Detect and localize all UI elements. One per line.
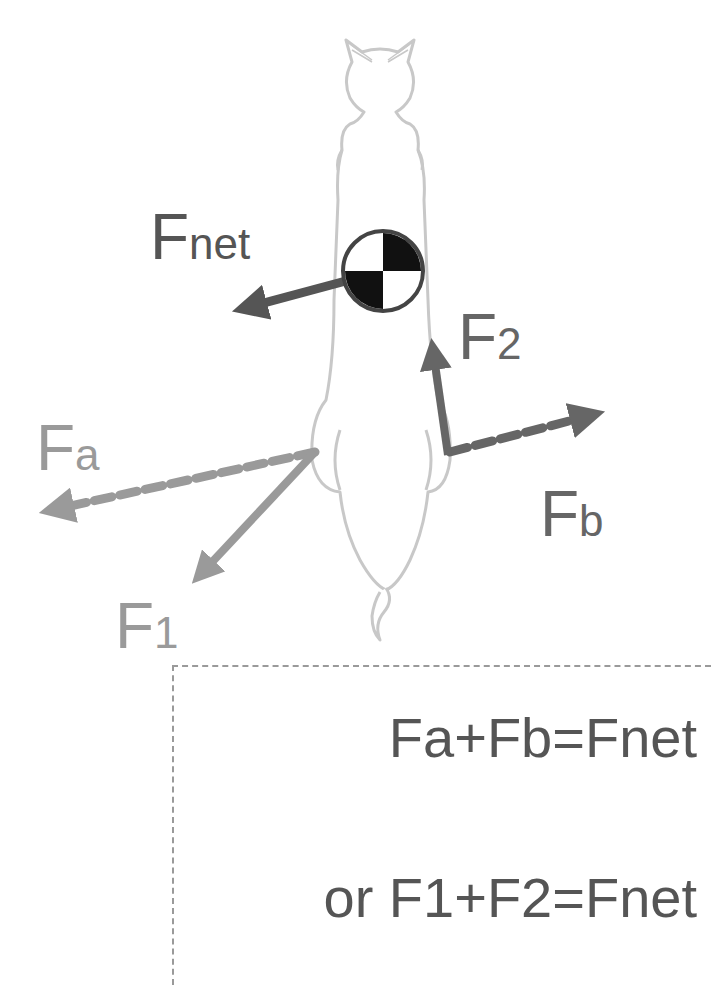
center-of-mass-symbol — [343, 231, 423, 311]
equation-text: or F1+F2=Fnet — [323, 867, 697, 929]
force-label: F2 — [458, 305, 522, 369]
force-b-dashed — [450, 415, 592, 452]
cat-outline — [312, 40, 450, 640]
force-label: Fa — [36, 416, 100, 480]
force-1-arrow — [200, 452, 315, 575]
net-force-label: Fnet — [150, 205, 250, 269]
force-label: F1 — [115, 594, 179, 658]
equation-text: Fa+Fb=Fnet — [389, 707, 697, 769]
equation-box: Fa+Fb=Fnet or F1+F2=Fnet — [172, 665, 711, 985]
whiskers — [350, 44, 410, 62]
force-net-arrow — [245, 271, 383, 308]
force-label: Fb — [540, 482, 604, 546]
force-2-arrow — [433, 350, 448, 455]
